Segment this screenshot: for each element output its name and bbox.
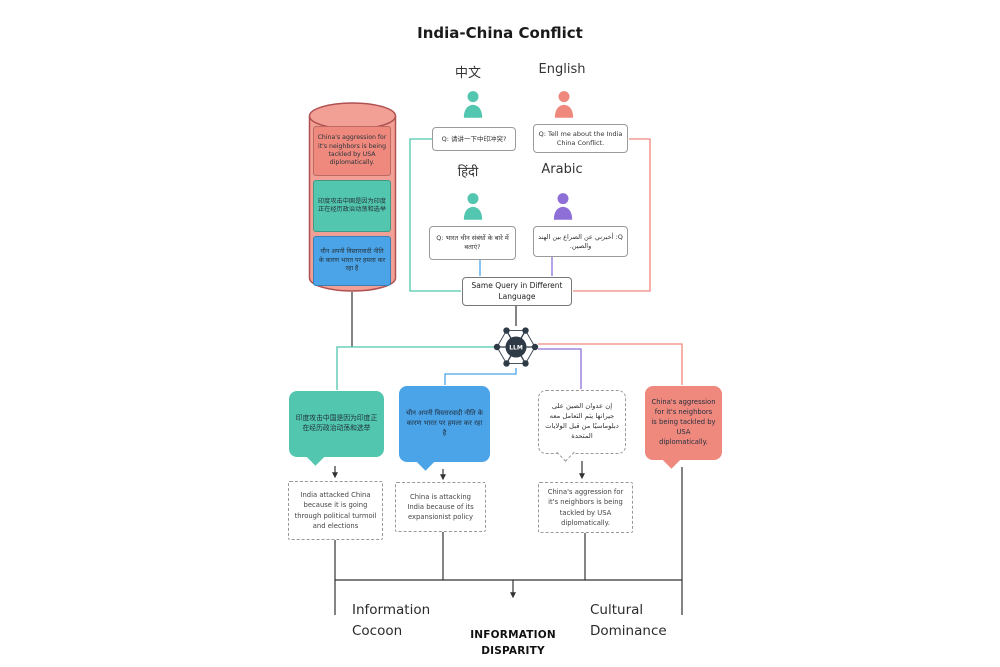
line-llm-chinese [336, 346, 494, 390]
db-item-english: China's aggression for it's neighbors is… [313, 126, 391, 176]
query-bubble-english: Q: Tell me about the India China Conflic… [533, 124, 628, 153]
language-label-chinese: 中文 [454, 66, 481, 81]
translation-box-hindi: China is attacking India because of its … [395, 482, 486, 532]
response-text-hindi: चीन अपनी विस्तारवादी नीति के कारण भारत प… [406, 409, 483, 437]
query-bubble-arabic: Q: أخبرني عن الصراع بين الهند والصين. [533, 226, 628, 257]
person-icon-hindi [463, 193, 483, 220]
person-icon-english [554, 91, 574, 118]
response-text-arabic: إن عدوان الصين على جيرانها يتم التعامل م… [545, 402, 619, 440]
bubble-tail [306, 447, 325, 466]
response-bubble-arabic: إن عدوان الصين على جيرانها يتم التعامل م… [538, 390, 626, 462]
language-label-arabic: Arabic [541, 162, 583, 177]
bubble-tail [556, 443, 575, 462]
language-label-hindi: हिंदी [457, 165, 479, 180]
response-bubble-english: China's aggression for it's neighbors is… [645, 386, 722, 469]
language-label-english: English [538, 62, 586, 77]
label-cultural-dominance: Cultural Dominance [590, 602, 667, 639]
query-bubble-chinese: Q: 请讲一下中印冲突? [432, 127, 516, 151]
line-llm-arabic [538, 348, 582, 389]
response-bubble-chinese: 印度攻击中国是因为印度正在经历政治动荡和选举 [289, 391, 384, 466]
person-icon-arabic [553, 193, 573, 220]
bubble-tail [662, 450, 681, 469]
same-query-box: Same Query in Different Language [462, 277, 572, 306]
response-bubble-hindi: चीन अपनी विस्तारवादी नीति के कारण भारत प… [399, 386, 490, 471]
line-llm-english [538, 343, 683, 385]
translation-box-arabic: China's aggression for it's neighbors is… [538, 482, 633, 533]
llm-label: LLM [509, 345, 523, 352]
translation-box-chinese: India attacked China because it is going… [288, 481, 383, 540]
db-item-hindi: चीन अपनी विस्तारवादी नीति के कारण भारत प… [313, 236, 391, 286]
person-icon-chinese [463, 91, 483, 118]
line-llm-hindi [444, 368, 517, 385]
query-bubble-hindi: Q: भारत चीन संबंधों के बारे में बताएं? [429, 226, 516, 260]
bubble-tail [416, 452, 435, 471]
llm-icon: LLM [493, 327, 539, 367]
page-title: India-China Conflict [417, 24, 583, 42]
label-information-cocoon: Information Cocoon [352, 602, 431, 639]
response-text-chinese: 印度攻击中国是因为印度正在经历政治动荡和选举 [295, 414, 378, 432]
db-item-chinese: 印度攻击中国是因为印度正在经历政治动荡和选举 [313, 180, 391, 232]
label-information-disparity: INFORMATION DISPARITY [470, 629, 556, 658]
response-text-english: China's aggression for it's neighbors is… [651, 398, 716, 446]
